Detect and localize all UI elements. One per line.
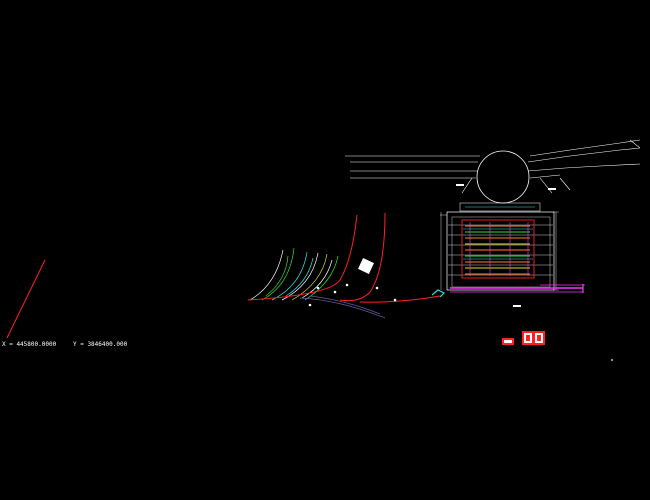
legend-symbols <box>502 331 545 345</box>
coordinate-x-text: X = 445800.0000 <box>2 341 57 348</box>
survey-points <box>308 283 613 361</box>
circular-structure <box>476 150 530 204</box>
coordinate-label: X = 445800.0000 Y = 3846400.000 <box>2 341 128 348</box>
dark-curve <box>299 295 386 319</box>
boundary-line <box>6 259 46 339</box>
marker-square <box>358 258 374 274</box>
magenta-pipe <box>450 284 585 293</box>
road-lines <box>345 139 641 194</box>
pipe-fitting <box>431 289 446 298</box>
coordinate-y-text: Y = 3846400.000 <box>73 341 128 348</box>
pipeline-curves <box>249 247 339 301</box>
building-plan <box>440 184 559 307</box>
red-alignment-curves <box>247 212 441 303</box>
